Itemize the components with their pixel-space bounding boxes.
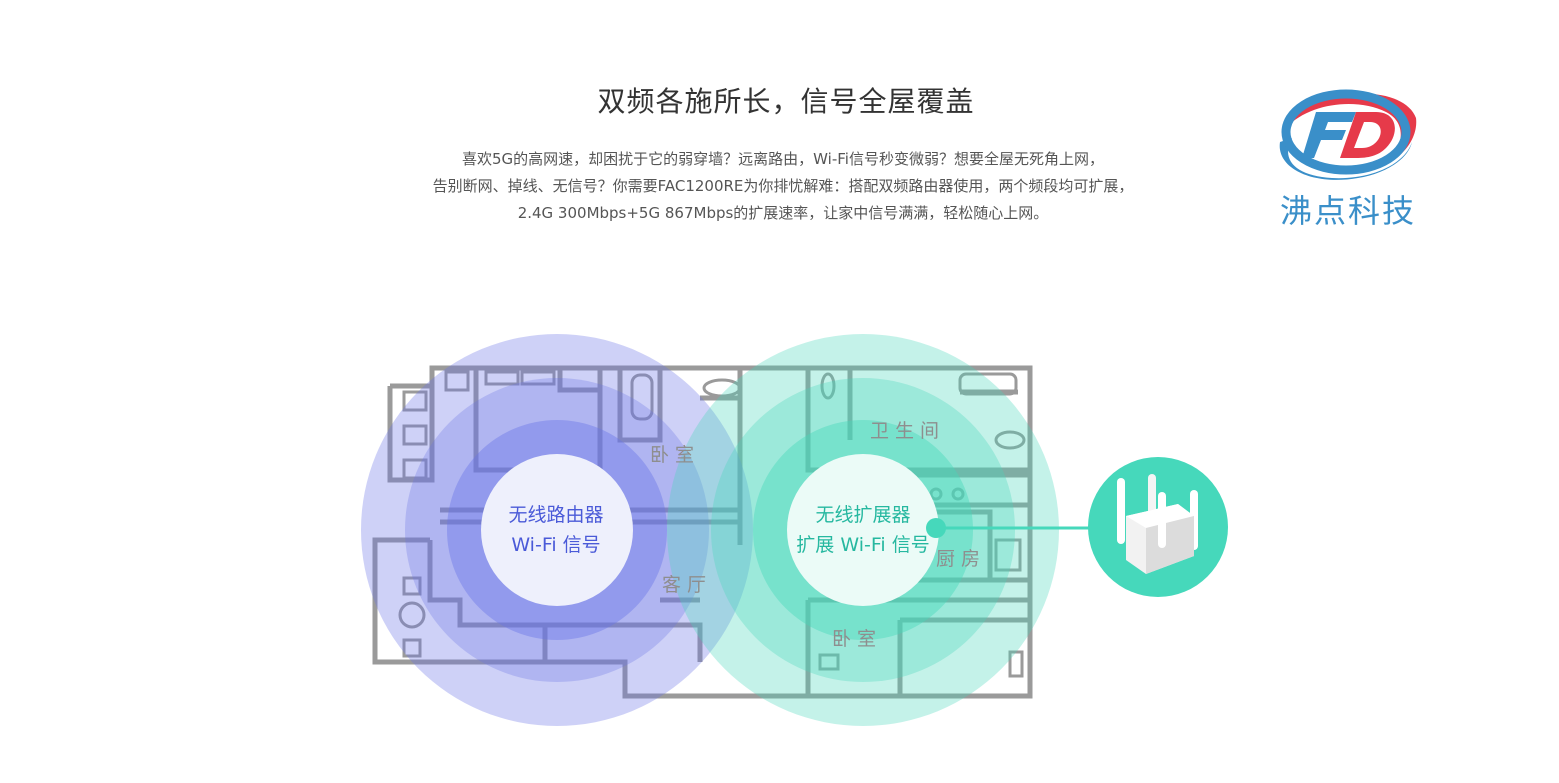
extender-label: 无线扩展器 扩展 Wi-Fi 信号 [780, 500, 946, 560]
extender-label-line2: 扩展 Wi-Fi 信号 [796, 534, 930, 556]
room-label-living-room: 客厅 [662, 574, 713, 596]
room-label-bathroom: 卫生间 [870, 420, 946, 442]
desc-line-3: 2.4G 300Mbps+5G 867Mbps的扩展速率，让家中信号满满，轻松随… [517, 204, 1049, 222]
brand-name: 沸点科技 [1279, 192, 1416, 230]
desc-line-1: 喜欢5G的高网速，却困扰于它的弱穿墙？远离路由，Wi-Fi信号秒变微弱？想要全屋… [462, 150, 1104, 168]
extender-device-icon [1088, 457, 1228, 597]
description: 喜欢5G的高网速，却困扰于它的弱穿墙？远离路由，Wi-Fi信号秒变微弱？想要全屋… [0, 146, 1559, 227]
logo-emblem-icon [1279, 89, 1417, 180]
extender-link [926, 518, 1092, 538]
floor-plan-fixtures [398, 370, 1026, 678]
room-label-kitchen: 厨房 [936, 548, 987, 570]
room-label-bedroom-bottom: 卧室 [832, 628, 883, 650]
router-coverage [361, 334, 753, 726]
desc-line-2: 告别断网、掉线、无信号？你需要FAC1200RE为你排忧解难：搭配双频路由器使用… [432, 177, 1134, 195]
brand-logo [1279, 89, 1417, 180]
extender-coverage [667, 334, 1059, 726]
router-label: 无线路由器 Wi-Fi 信号 [476, 500, 636, 560]
extender-label-line1: 无线扩展器 [815, 504, 911, 526]
room-label-bedroom-top: 卧室 [650, 444, 701, 466]
page-title: 双频各施所长，信号全屋覆盖 [597, 85, 975, 118]
router-label-line1: 无线路由器 [508, 504, 604, 526]
router-label-line2: Wi-Fi 信号 [511, 534, 601, 556]
